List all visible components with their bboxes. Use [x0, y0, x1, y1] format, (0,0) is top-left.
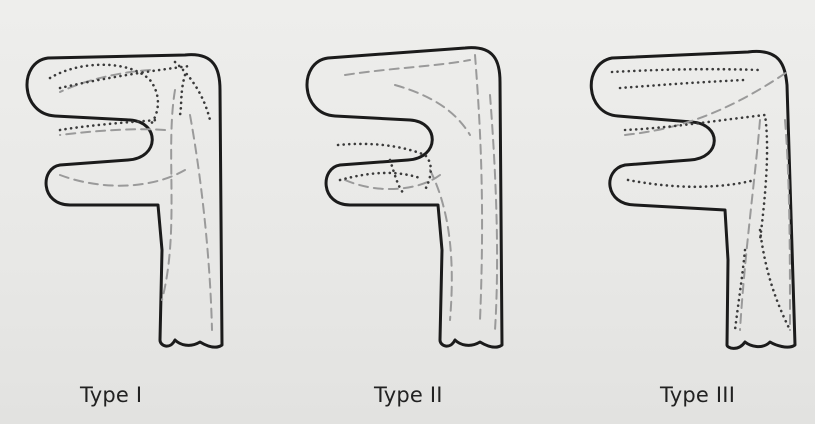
caption-type-2: Type II — [374, 383, 443, 407]
canal-dotted — [175, 62, 210, 120]
caption-type-3: Type III — [660, 383, 735, 407]
canal-dashed — [475, 55, 482, 320]
caption-type-1: Type I — [80, 383, 142, 407]
canal-dashed — [162, 90, 175, 300]
canal-dashed — [190, 115, 212, 330]
canal-dashed — [345, 60, 470, 75]
figure-type-2-outline — [307, 48, 502, 347]
canal-dotted — [340, 173, 420, 180]
figure-type-3-outline — [591, 51, 795, 348]
canal-dotted — [760, 230, 790, 330]
canal-dotted — [625, 115, 767, 240]
figure-type-2 — [307, 48, 502, 347]
canal-dashed — [60, 170, 185, 186]
canal-dashed — [490, 95, 497, 330]
canal-dotted — [628, 180, 755, 187]
canal-dashed — [395, 85, 470, 135]
canal-dotted — [612, 69, 760, 72]
figure-type-1-outline — [27, 55, 222, 347]
figure-type-3 — [591, 51, 795, 348]
figure-type-1 — [27, 55, 222, 347]
canal-dashed — [740, 120, 760, 330]
canal-dotted — [60, 66, 190, 88]
canal-dotted — [620, 80, 745, 88]
canal-dotted — [180, 75, 185, 115]
